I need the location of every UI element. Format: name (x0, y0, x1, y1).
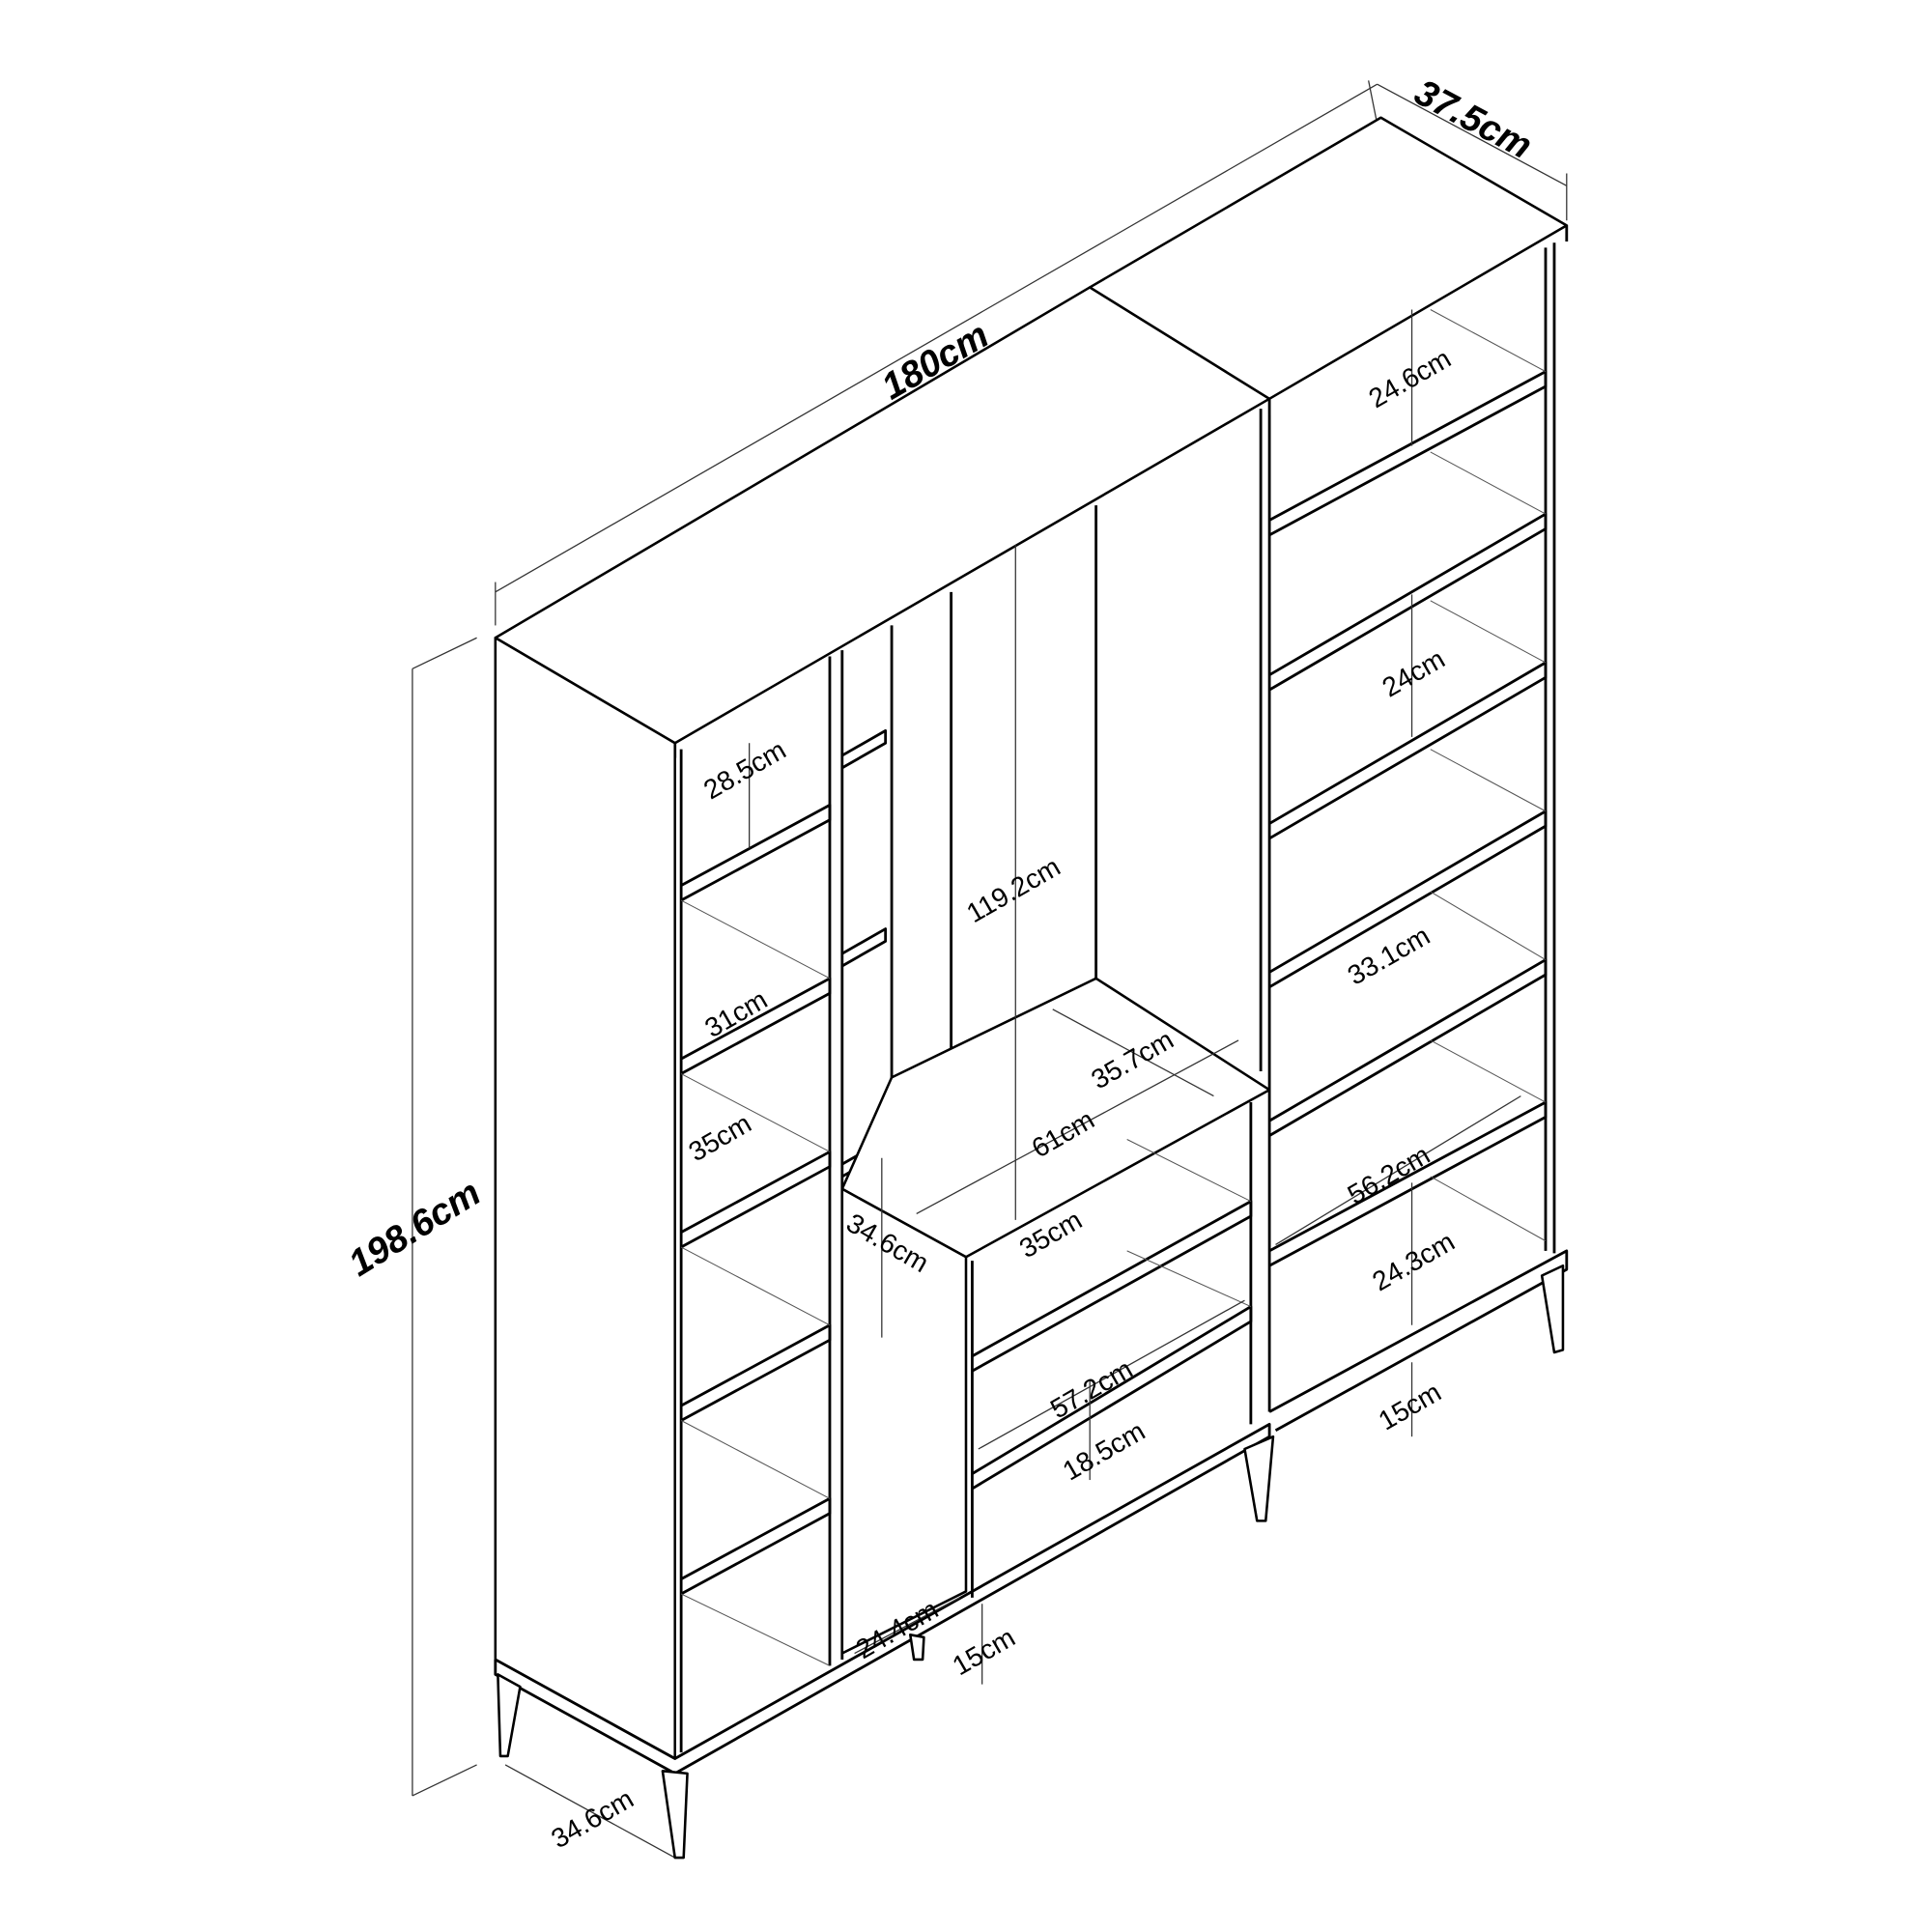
right-shelves (1268, 309, 1548, 1267)
label-right-leg-height: 15cm (1373, 1376, 1446, 1435)
label-center-height: 119.2cm (961, 850, 1065, 928)
inner-dimension-arrows (749, 309, 1521, 1685)
label-right-shelf-2: 24cm (1377, 642, 1450, 702)
label-left-shelf-depth-1: 31cm (699, 983, 773, 1043)
center-side-panel (840, 1187, 968, 1655)
label-center-leg-height: 15cm (947, 1621, 1020, 1681)
left-tower-side (494, 636, 677, 1760)
legs (497, 1264, 1565, 1860)
label-right-bottom-gap: 24.3cm (1367, 1225, 1460, 1296)
base-plinth (494, 1422, 1271, 1776)
label-right-shelf-depth: 33.1cm (1342, 920, 1435, 991)
label-right-shelf-width: 56.2cm (1342, 1139, 1435, 1210)
label-right-shelf-1: 24.6cm (1363, 342, 1456, 413)
left-top-panel (494, 286, 1271, 745)
label-left-depth: 34.6cm (546, 1782, 639, 1854)
label-total-height: 198.6cm (342, 1172, 489, 1285)
label-left-shelf-top: 28.5cm (698, 734, 791, 806)
label-left-shelf-depth-2: 35cm (683, 1107, 756, 1167)
label-center-bottom-gap: 18.5cm (1057, 1415, 1150, 1487)
label-center-shelf-width: 57.2cm (1045, 1353, 1138, 1425)
dimension-lines (412, 80, 1568, 1859)
left-shelves (680, 803, 832, 1666)
